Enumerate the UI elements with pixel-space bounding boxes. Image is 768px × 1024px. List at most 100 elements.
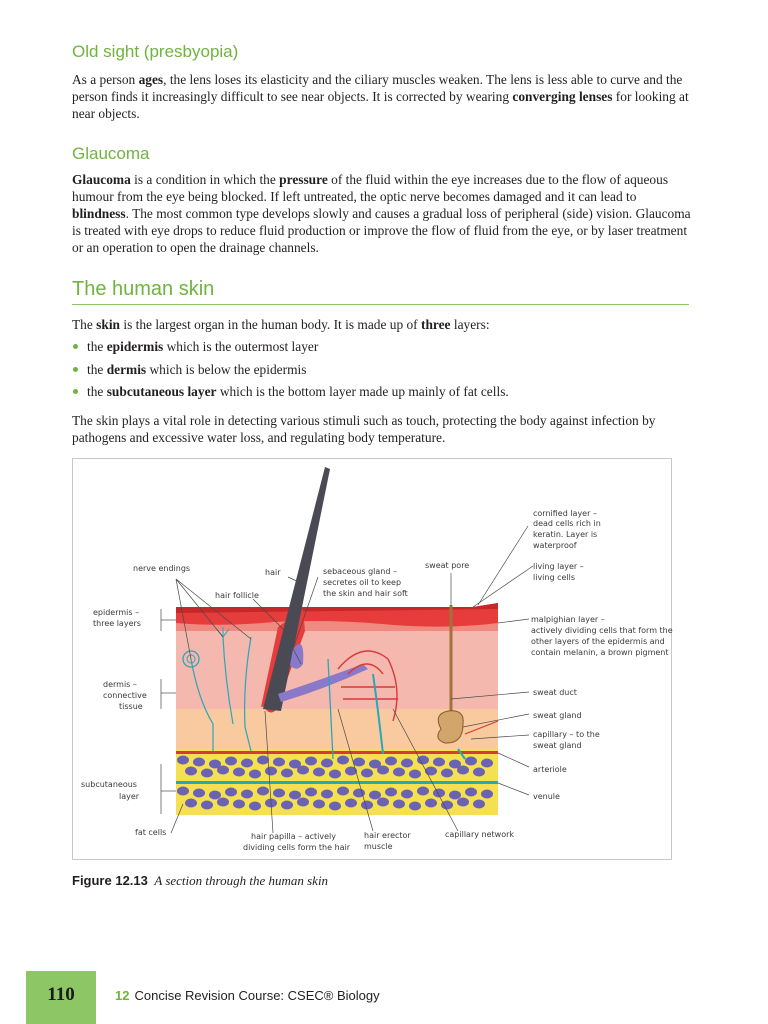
label-epidermis: epidermis – <box>93 608 139 617</box>
fat-cell <box>473 767 485 777</box>
fat-cell <box>177 786 189 796</box>
label-fat-cells: fat cells <box>135 828 166 837</box>
fat-cell <box>481 758 493 768</box>
fat-cell <box>345 766 357 776</box>
skin-layers-list: the epidermis which is the outermost lay… <box>72 338 509 406</box>
fat-cell <box>177 755 189 765</box>
fat-cell <box>233 767 245 777</box>
paragraph-skin-role: The skin plays a vital role in detecting… <box>72 413 656 445</box>
fat-cell <box>313 767 325 777</box>
fat-cell <box>185 798 197 808</box>
fat-cell <box>217 765 229 775</box>
label-dermis: dermis – <box>103 680 137 689</box>
hair-shaft <box>263 467 330 711</box>
paragraph-presbyopia: As a person ages, the lens loses its ela… <box>72 72 689 121</box>
list-item: the dermis which is below the epidermis <box>72 361 509 384</box>
fat-cell <box>185 766 197 776</box>
label-dermis: connective <box>103 691 147 700</box>
label-cornified: dead cells rich in <box>533 519 601 528</box>
label-hair-papilla: dividing cells form the hair <box>243 843 351 852</box>
fat-cell <box>289 759 301 769</box>
skin-figure: cornified layer – dead cells rich in ker… <box>72 458 673 860</box>
label-arteriole: arteriole <box>533 765 567 774</box>
fat-cell <box>441 768 453 778</box>
fat-cell <box>425 766 437 776</box>
fat-cell <box>425 798 437 808</box>
label-sweat-pore: sweat pore <box>425 561 469 570</box>
fat-cell <box>441 800 453 810</box>
fat-cell <box>465 787 477 797</box>
label-subcutaneous: layer <box>119 792 140 801</box>
label-hair-papilla: hair papilla – actively <box>251 832 336 841</box>
fat-cell <box>209 790 221 800</box>
fat-cell <box>457 797 469 807</box>
fat-cell <box>305 787 317 797</box>
label-subcutaneous: subcutaneous <box>81 780 137 789</box>
leader-lines <box>160 525 534 834</box>
venule-vessel <box>176 781 498 784</box>
fat-cell <box>401 758 413 768</box>
capillary-network <box>337 650 398 722</box>
fat-cell <box>337 786 349 796</box>
fat-cell <box>345 798 357 808</box>
label-epidermis: three layers <box>93 619 141 628</box>
page-number-box <box>26 971 96 1024</box>
fat-cell <box>433 757 445 767</box>
fat-cell <box>249 769 261 779</box>
fat-cell <box>353 757 365 767</box>
label-nerve-endings: nerve endings <box>133 564 190 573</box>
paragraph-glaucoma: Glaucoma is a condition in which the pre… <box>72 172 691 255</box>
bullet-icon <box>73 344 78 349</box>
label-malpighian: malpighian layer – <box>531 615 605 624</box>
figure-caption: Figure 12.13 A section through the human… <box>72 873 329 888</box>
fat-cell <box>241 789 253 799</box>
fat-cell <box>449 790 461 800</box>
fat-cell <box>329 801 341 811</box>
label-capillary-network: capillary network <box>445 830 514 839</box>
label-sweat-gland: sweat gland <box>533 711 582 720</box>
fat-cell <box>377 797 389 807</box>
fat-cell <box>417 755 429 765</box>
skin-diagram: cornified layer – dead cells rich in ker… <box>81 467 673 852</box>
label-capillary: sweat gland <box>533 741 582 750</box>
fat-cell <box>329 769 341 779</box>
fat-cell <box>417 786 429 796</box>
sweat-gland <box>437 710 464 744</box>
label-sebaceous: the skin and hair soft <box>323 589 408 598</box>
fat-cell <box>265 766 277 776</box>
label-cornified: waterproof <box>533 541 577 550</box>
label-living-layer: living layer – <box>533 562 584 571</box>
fat-cell <box>305 756 317 766</box>
list-item: the epidermis which is the outermost lay… <box>72 338 509 361</box>
fat-cell <box>465 756 477 766</box>
fat-cell <box>449 759 461 769</box>
fat-cell <box>369 790 381 800</box>
label-living-layer: living cells <box>533 573 575 582</box>
heading-rule <box>72 304 689 305</box>
fat-cell <box>289 790 301 800</box>
label-hair: hair <box>265 568 281 577</box>
fat-cell <box>361 800 373 810</box>
fat-cell <box>241 758 253 768</box>
fat-cell <box>233 799 245 809</box>
label-malpighian: contain melanin, a brown pigment <box>531 648 669 657</box>
fat-cell <box>433 788 445 798</box>
heading-human-skin: The human skin <box>72 278 215 300</box>
fat-cell <box>257 786 269 796</box>
arteriole-vessel <box>176 751 498 754</box>
fat-cell <box>361 768 373 778</box>
fat-cell <box>377 765 389 775</box>
heading-presbyopia: Old sight (presbyopia) <box>72 42 239 61</box>
label-hair-erector: muscle <box>364 842 393 851</box>
hair-erector-muscle <box>278 664 368 702</box>
fat-cell <box>193 757 205 767</box>
fat-cell <box>201 800 213 810</box>
label-cornified: keratin. Layer is <box>533 530 597 539</box>
fat-cell <box>369 759 381 769</box>
fat-cell <box>473 799 485 809</box>
label-cornified: cornified layer – <box>533 509 597 518</box>
paragraph-skin-intro: The skin is the largest organ in the hum… <box>72 317 490 332</box>
fat-cell <box>209 759 221 769</box>
fat-cell <box>273 757 285 767</box>
